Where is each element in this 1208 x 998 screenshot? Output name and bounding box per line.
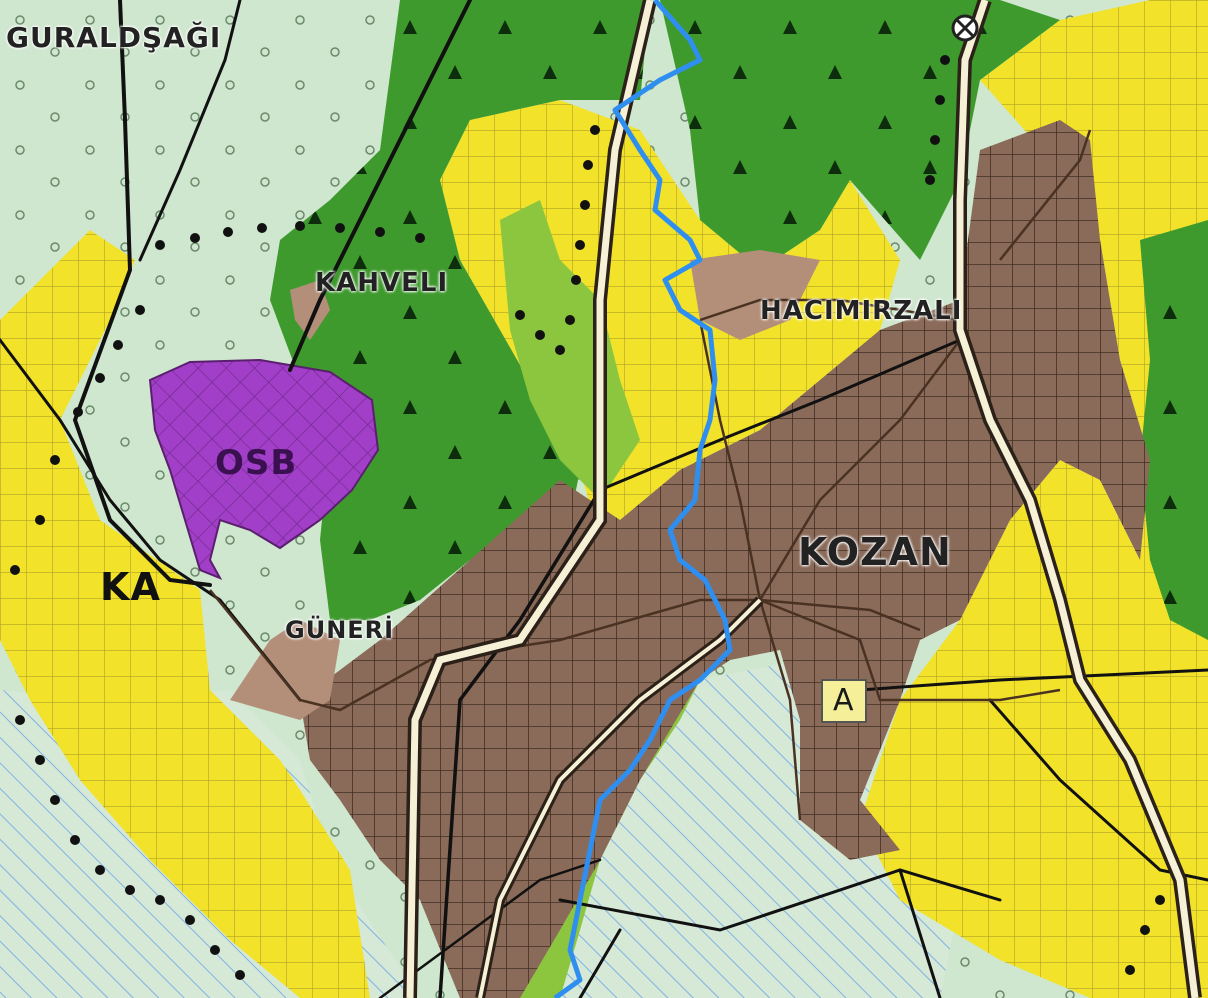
agriculture-grid-north xyxy=(440,100,900,540)
label-a: A xyxy=(833,683,855,718)
urban-zone-hacimirzali xyxy=(690,250,820,340)
label-guraldsagi: GURALDŞAĞI xyxy=(6,21,222,54)
river xyxy=(553,0,733,998)
urban-zone-guneri xyxy=(230,620,340,720)
label-osb: OSB xyxy=(215,443,298,483)
label-hacimirzali: HACIMIRZALI xyxy=(760,296,963,326)
dotted-boundaries xyxy=(10,55,1165,980)
urban-grid-kozan xyxy=(300,120,1150,998)
label-kozan: KOZAN xyxy=(798,530,952,574)
agriculture-grid-west xyxy=(0,230,370,998)
label-ka: KA xyxy=(100,565,161,609)
label-kahveli: KAHVELI xyxy=(315,268,449,298)
label-guneri: GÜNERİ xyxy=(285,616,395,644)
crossing-icon xyxy=(951,14,979,42)
a-marker-box xyxy=(821,679,867,723)
local-roads xyxy=(209,129,1092,821)
urban-zone-kahveli xyxy=(290,280,330,340)
industrial-grid-osb xyxy=(150,360,378,578)
forest-trees-east xyxy=(1140,220,1208,640)
